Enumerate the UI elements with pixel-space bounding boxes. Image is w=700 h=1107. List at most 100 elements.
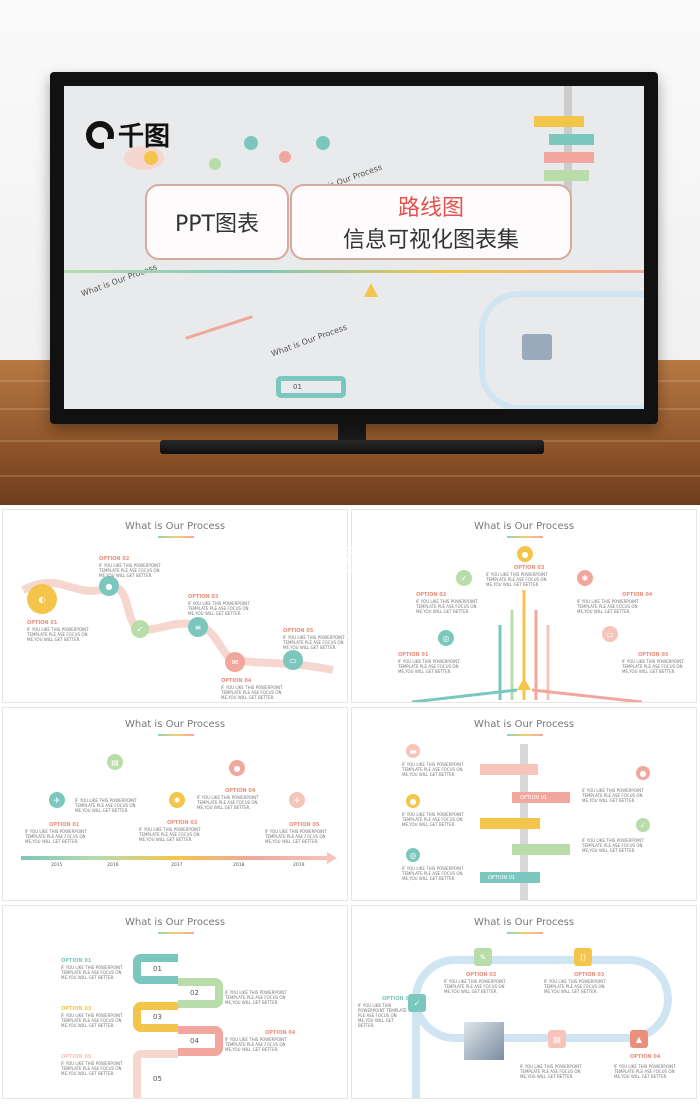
monitor-icon: ▭ (283, 650, 303, 670)
slide-thumb-1[interactable]: What is Our Process ◐ ● ✓ ≡ ✉ ▭ OPTION 0… (2, 509, 348, 703)
bg-title: What is Our Process (79, 262, 159, 299)
option-text: IF YOU LIKE THIS POWERPOINT TEMPLATE PLE… (197, 795, 259, 810)
option-label: OPTION 04 (225, 788, 256, 794)
chart-icon: ▲ (630, 1030, 648, 1048)
icon-yellow (144, 151, 158, 165)
option-label: OPTION 03 (167, 820, 198, 826)
user-icon: ● (517, 546, 533, 562)
year-label: 2015 (51, 863, 63, 868)
option-label: OPTION 04 (221, 678, 252, 684)
slide-thumb-5[interactable]: What is Our Process 01 02 03 04 05 OPTIO… (2, 905, 348, 1099)
user-icon: ● (229, 760, 245, 776)
bg-title: What is Our Process (269, 322, 349, 359)
option-text: IF YOU LIKE THIS POWERPOINT TEMPLATE PLE… (577, 599, 639, 614)
option-text: IF YOU LIKE THIS POWERPOINT TEMPLATE PLE… (265, 829, 327, 844)
option-label: OPTION 05 (61, 1054, 92, 1060)
option-text: IF YOU LIKE THIS POWERPOINT TEMPLATE PLE… (221, 685, 283, 700)
step-04: 04 (178, 1026, 223, 1056)
year-label: 2018 (233, 863, 245, 868)
option-text: IF YOU LIKE THIS POWERPOINT TEMPLATE PLE… (398, 659, 460, 674)
slide-title: What is Our Process (124, 521, 226, 532)
arrows-graphic (411, 590, 643, 702)
slide-grid: What is Our Process ◐ ● ✓ ≡ ✉ ▭ OPTION 0… (0, 507, 700, 1107)
doc-icon: ▤ (107, 754, 123, 770)
year-label: 2017 (171, 863, 183, 868)
watermark-text: 图司机 (295, 543, 391, 578)
road-path-left (412, 998, 420, 1098)
option-text: IF YOU LIKE THIS POWERPOINT TEMPLATE PLE… (358, 1003, 407, 1028)
slide-title: What is Our Process (473, 917, 575, 928)
option-text: IF YOU LIKE THIS POWERPOINT TEMPLATE PLE… (188, 601, 250, 616)
option-label: OPTION 04 (265, 1030, 296, 1036)
search-icon: ◎ (406, 848, 420, 862)
slide-title: What is Our Process (124, 719, 226, 730)
signpost-flag (534, 116, 584, 127)
chat-icon: ≡ (188, 617, 208, 637)
mail-icon: ✉ (225, 652, 245, 672)
option-text: IF YOU LIKE THIS POWERPOINT TEMPLATE PLE… (225, 990, 287, 1005)
option-label: OPTION 03 (574, 972, 605, 978)
hero-banner: What is Our Process What is Our Process … (0, 0, 700, 505)
option-text: IF YOU LIKE THIS POWERPOINT TEMPLATE PLE… (61, 1061, 123, 1076)
title-card-left: PPT图表 (145, 184, 289, 260)
option-label: OPTION 02 (99, 556, 130, 562)
option-label: OPTION 05 (283, 628, 314, 634)
truck-icon: ▬ (406, 744, 420, 758)
slide-title: What is Our Process (473, 521, 575, 532)
triangle-icon (364, 283, 378, 297)
option-text: IF YOU LIKE THIS POWERPOINT TEMPLATE PLE… (444, 979, 506, 994)
step-05: 05 (133, 1050, 178, 1098)
option-label: OPTION 01 (382, 996, 413, 1002)
option-label: OPTION 05 (289, 822, 320, 828)
logo-ring-icon (86, 120, 114, 149)
leaf-icon: ✓ (131, 620, 149, 638)
option-label: OPTION 04 (622, 592, 653, 598)
option-text: IF YOU LIKE THIS POWERPOINT TEMPLATE PLE… (99, 563, 161, 578)
signpost-flag (549, 134, 594, 145)
code-icon: ⟨⟩ (574, 948, 592, 966)
plane-icon: ✈ (49, 792, 65, 808)
bulb-icon: ✓ (408, 994, 426, 1012)
option-text: IF YOU LIKE THIS POWERPOINT TEMPLATE PLE… (544, 979, 606, 994)
monitor-stand-base (160, 440, 544, 454)
handshake-photo (464, 1022, 504, 1060)
plane-icon-2: ✈ (289, 792, 305, 808)
qiantu-logo: 千图 (86, 116, 170, 153)
wavy-path (21, 578, 334, 674)
gear-icon: ✱ (577, 570, 593, 586)
slide-thumb-2[interactable]: What is Our Process ● ✓ ✱ ◎ ▭ OPTION 03 … (351, 509, 697, 703)
option-text: IF YOU LIKE THIS POWERPOINT TEMPLATE PLE… (225, 1037, 287, 1052)
icon-teal (244, 136, 258, 150)
option-label: OPTION 05 (638, 652, 669, 658)
search-icon: ◎ (438, 630, 454, 646)
chat-icon: ▭ (602, 626, 618, 642)
icon-pink (279, 151, 291, 163)
bulb-icon: ✓ (636, 818, 650, 832)
step-02: 02 (178, 978, 223, 1008)
divider-line (64, 270, 644, 273)
option-text: IF YOU LIKE THIS POWERPOINT TEMPLATE PLE… (402, 762, 464, 777)
option-text: IF YOU LIKE THIS POWERPOINT TEMPLATE PLE… (582, 788, 644, 803)
logo-text: 千图 (118, 122, 171, 152)
slide-thumb-6[interactable]: What is Our Process ✓ ✎ ⟨⟩ ▤ ▲ OPTION 01… (351, 905, 697, 1099)
option-label: OPTION 01 (398, 652, 429, 658)
doc-icon: ▤ (548, 1030, 566, 1048)
arrow-line (185, 315, 253, 340)
option-text: IF YOU LIKE THIS POWERPOINT TEMPLATE PLE… (283, 635, 345, 650)
icon-teal-2 (316, 136, 330, 150)
option-label: OPTION 02 (466, 972, 497, 978)
bulb-icon: ✓ (456, 570, 472, 586)
icon-green (209, 158, 221, 170)
step-01: 01 (133, 954, 178, 984)
signpost-flag (544, 170, 589, 181)
signpost-flag (512, 844, 570, 855)
slide-thumb-4[interactable]: What is Our Process OPTION 01 OPTION 01 … (351, 707, 697, 901)
option-label: OPTION 02 (416, 592, 447, 598)
option-label: OPTION 04 (630, 1054, 661, 1060)
year-label: 2016 (107, 863, 119, 868)
pencil-icon: ✎ (474, 948, 492, 966)
card-right-title: 路线图 (397, 196, 464, 221)
slide-thumb-3[interactable]: What is Our Process ✈ ▤ ✱ ● ✈ 2015 2016 … (2, 707, 348, 901)
option-text: IF YOU LIKE THIS POWERPOINT TEMPLATE PLE… (614, 1064, 676, 1079)
user-icon-2: ● (636, 766, 650, 780)
